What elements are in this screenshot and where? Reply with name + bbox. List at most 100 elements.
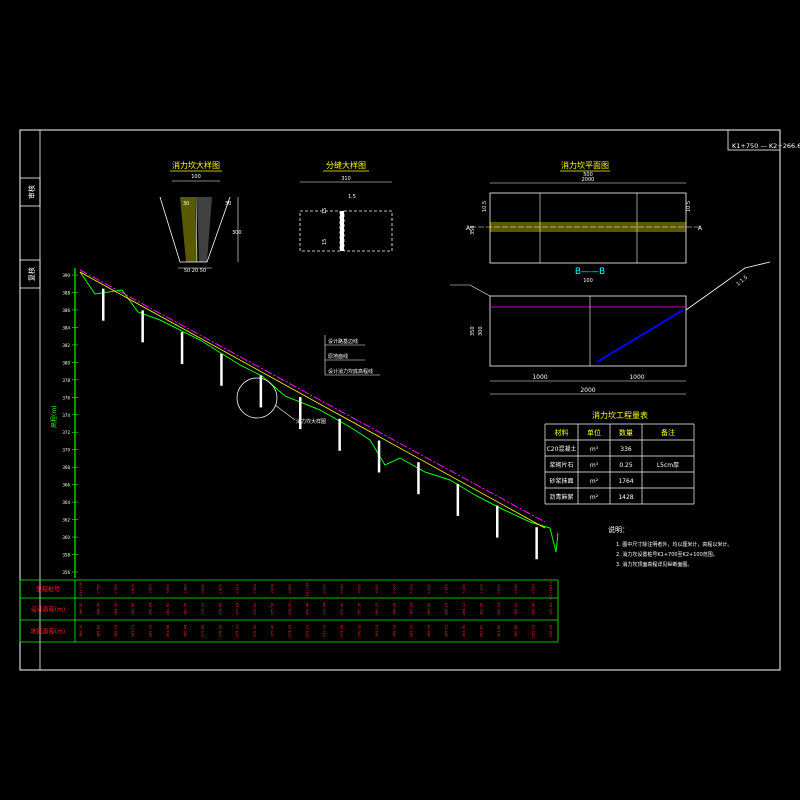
axis-tick-label: 356 (62, 570, 70, 575)
sill-trench-outline (159, 196, 231, 263)
qty-table-header: 备注 (661, 428, 675, 437)
sill-centerline (195, 196, 198, 263)
axis-tick-label: 378 (62, 378, 70, 383)
profile-cell: +020 (323, 583, 327, 594)
plan-vert-dim: 350 (470, 225, 476, 235)
axis-tick-label: 362 (62, 518, 70, 523)
section-outline (489, 295, 687, 367)
axis-tick-label: 376 (62, 395, 70, 400)
profile-cell: 383.71 (131, 625, 135, 638)
profile-cell: 386.30 (79, 624, 83, 637)
profile-row-label: 设计高程(m) (31, 606, 66, 614)
profile-cell: 360.80 (514, 624, 518, 637)
section-half-right: 1000 (629, 374, 644, 381)
section-right-slope (685, 261, 771, 311)
joint-slab-left (299, 210, 341, 252)
profile-cell: +120 (410, 583, 414, 594)
profile-cell: 368.10 (392, 624, 396, 637)
ground-line (79, 271, 559, 553)
axis-tick-label: 374 (62, 413, 70, 418)
profile-cell: 370.02 (358, 625, 362, 638)
sill-top-width: 100 (191, 174, 201, 180)
slope-label: 1:1.5 (735, 275, 749, 288)
side-box-top (19, 177, 41, 207)
section-rebar (596, 309, 684, 363)
profile-cell: 378.68 (218, 602, 222, 615)
profile-cell: 364.12 (462, 603, 466, 616)
profile-cell: 363.90 (462, 624, 466, 637)
note-1: 1. 图中尺寸除注明者外，均以厘米计，高程以米计。 (616, 541, 732, 548)
side-box-bottom (19, 259, 41, 289)
qty-table-cell: 0.25 (619, 462, 633, 469)
profile-cell: 385.81 (96, 625, 100, 638)
profile-cell: 379.60 (201, 624, 205, 637)
axis-tick-label: 380 (62, 360, 70, 365)
profile-cell: +800 (131, 583, 135, 594)
profile-cell: 363.08 (479, 602, 483, 615)
profile-cell: +100 (392, 583, 396, 594)
section-top-dim: 100 (583, 278, 593, 284)
sill-post (259, 375, 263, 408)
legend-item-1: 设计路基边线 (328, 338, 358, 345)
qty-table-cell: m² (590, 494, 599, 501)
profile-cell: 377.31 (236, 625, 240, 638)
qty-table-cell: C20混凝土 (547, 445, 577, 453)
section-inner-dim: 300 (478, 326, 484, 336)
axis-ticks: 3903883863843823803783763743723703683663… (62, 273, 78, 575)
axis-tick-label: 364 (62, 500, 70, 505)
profile-cell: +760 (96, 583, 100, 594)
plan-title: 消力坎平面图 (561, 160, 609, 170)
drawing-frame (19, 129, 781, 671)
profile-cell: 369.14 (375, 624, 379, 637)
profile-cell: K2+266.63 (549, 579, 553, 599)
station-range: K1+750 — K2+266.63 (732, 142, 800, 150)
profile-cell: 376.60 (253, 602, 257, 615)
qty-table-cell: 1764 (618, 478, 633, 485)
note-3: 3. 消力坎顶面高程详见纵断面图。 (616, 561, 692, 568)
profile-cell: +040 (340, 583, 344, 594)
profile-cell: 374.52 (288, 603, 292, 616)
profile-cell: 362.87 (479, 625, 483, 638)
qty-table-cell: m³ (590, 462, 599, 469)
sill-post (456, 483, 460, 516)
axis-tick-label: 360 (62, 535, 70, 540)
joint-gap-dim: 1.5 (348, 194, 356, 200)
profile-cell: 358.20 (549, 624, 553, 637)
profile-cell: 359.96 (532, 602, 536, 615)
axis-tick-label: 388 (62, 290, 70, 295)
plan-overall-dim: 500 (583, 172, 593, 178)
sill-mortar-left (180, 197, 197, 262)
joint-h2: 15 (322, 239, 328, 245)
profile-cell: +180 (462, 583, 466, 594)
joint-detail-title: 分缝大样图 (326, 160, 366, 170)
profile-cell: +060 (358, 583, 362, 594)
qty-table-cell: 沥青麻絮 (549, 493, 573, 501)
axis-label: 高程(m) (50, 405, 58, 428)
joint-total-dim: 310 (341, 176, 351, 182)
profile-cell: 372.44 (323, 602, 327, 615)
axis-tick-label: 366 (62, 483, 70, 488)
sill-post (535, 527, 538, 560)
qty-table-cell: L5cm厚 (657, 462, 679, 469)
profile-cell: K2+000 (305, 581, 309, 596)
sill-left-dim: 30 (183, 201, 189, 207)
plan-a-right: A (698, 225, 703, 232)
profile-cell: +840 (166, 583, 170, 594)
profile-cell: +240 (514, 583, 518, 594)
profile-cell: 362.04 (497, 602, 501, 615)
profile-cell: 375.56 (270, 602, 274, 615)
design-line (79, 269, 546, 523)
profile-cell: 373.12 (305, 625, 309, 638)
profile-cell: 375.40 (270, 624, 274, 637)
detail-callout-label: 消力坎大样图 (296, 418, 326, 425)
profile-cell: +780 (114, 583, 118, 594)
plan-outline (489, 192, 687, 264)
profile-cell: 361.85 (497, 625, 501, 638)
axis-tick-label: 370 (62, 448, 70, 453)
joint-gap-fill (340, 211, 344, 251)
sill-post (102, 288, 105, 321)
axis-tick-label: 386 (62, 308, 70, 313)
sill-post (141, 310, 144, 343)
